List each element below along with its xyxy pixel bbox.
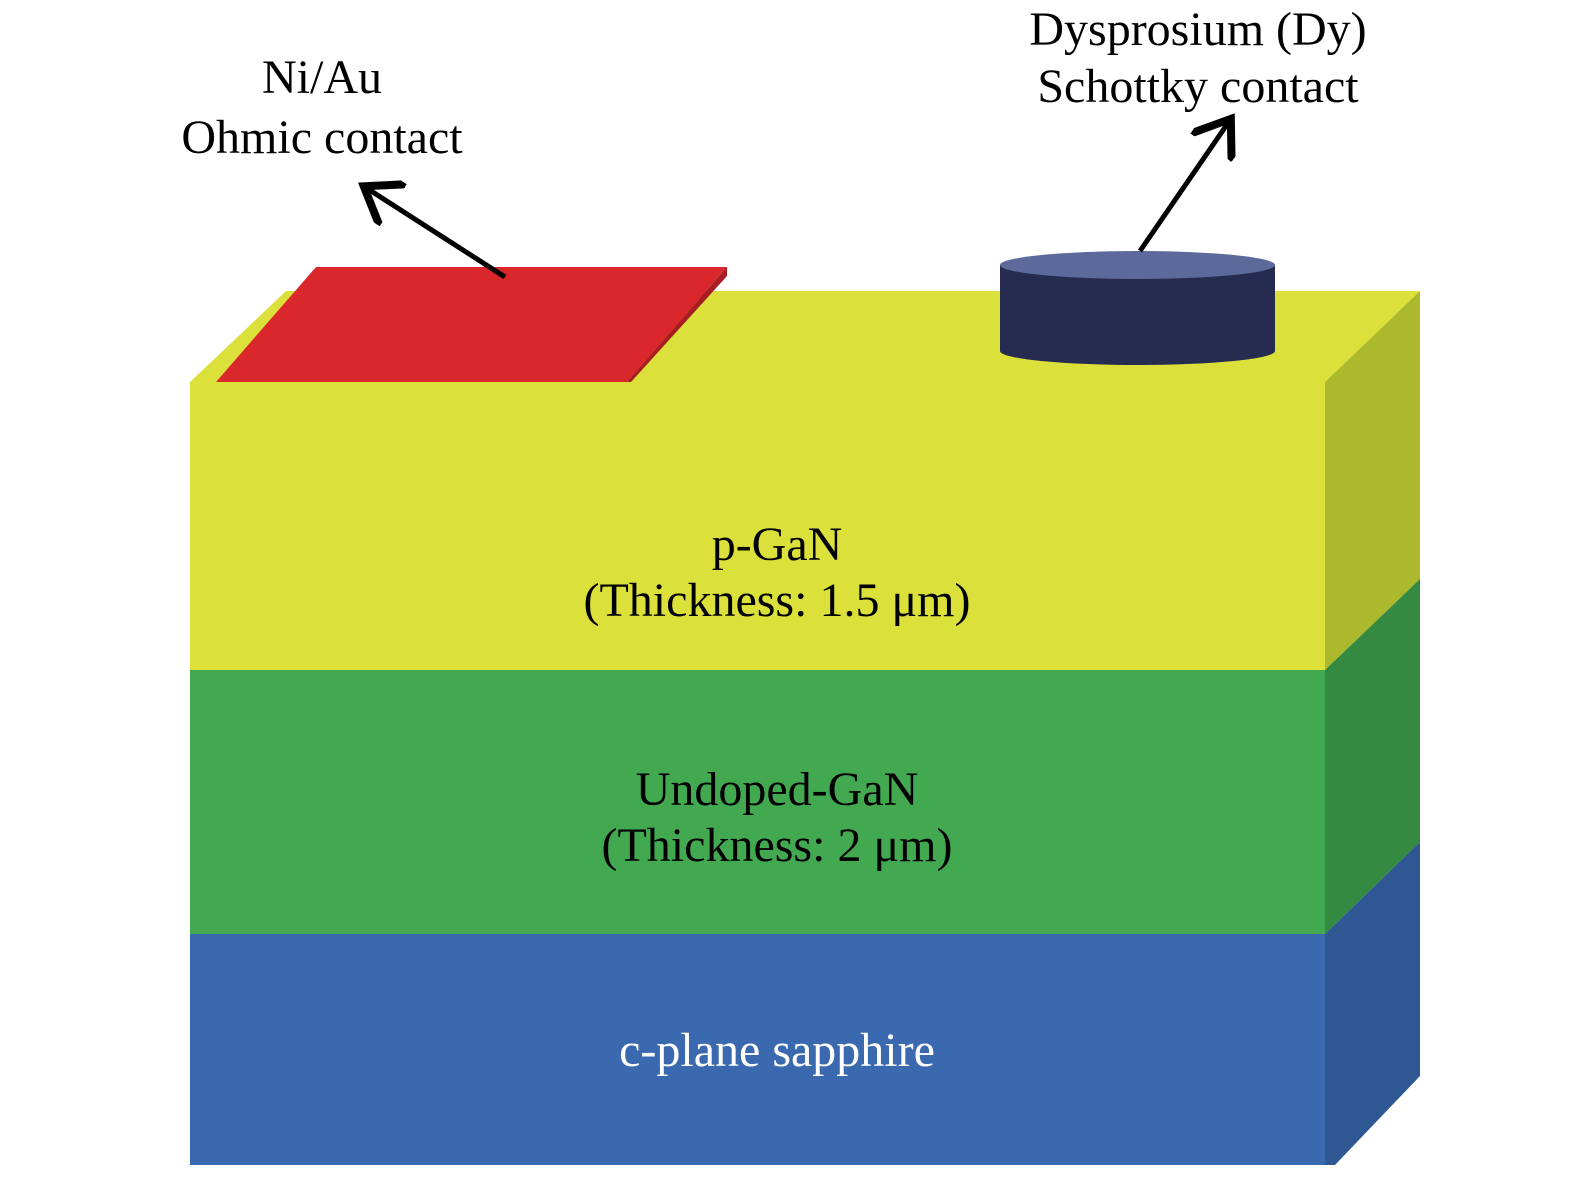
sapphire-layer — [190, 934, 1325, 1165]
p-gan-thickness-label: (Thickness: 1.5 μm) — [584, 574, 971, 627]
schottky-contact-arrow — [1137, 123, 1228, 253]
schottky-type-label: Schottky contact — [1037, 60, 1359, 113]
ohmic-type-label: Ohmic contact — [181, 111, 463, 164]
sapphire-side-face — [1325, 842, 1420, 1165]
p-gan-side-face — [1325, 291, 1420, 670]
undoped-gan-name-label: Undoped-GaN — [636, 763, 919, 816]
p-gan-name-label: p-GaN — [712, 518, 843, 571]
sapphire-name-label: c-plane sapphire — [619, 1024, 935, 1077]
undoped-gan-side-face — [1325, 579, 1420, 934]
schottky-contact-disk — [1000, 251, 1275, 365]
ohmic-contact-arrow — [368, 189, 507, 280]
p-gan-layer — [190, 382, 1325, 670]
schottky-material-label: Dysprosium (Dy) — [1029, 3, 1366, 56]
undoped-gan-thickness-label: (Thickness: 2 μm) — [602, 819, 953, 872]
ohmic-material-label: Ni/Au — [262, 51, 382, 104]
ohmic-contact-pad-edge — [627, 267, 727, 382]
undoped-gan-layer — [190, 670, 1325, 934]
ohmic-contact-pad — [216, 267, 727, 382]
